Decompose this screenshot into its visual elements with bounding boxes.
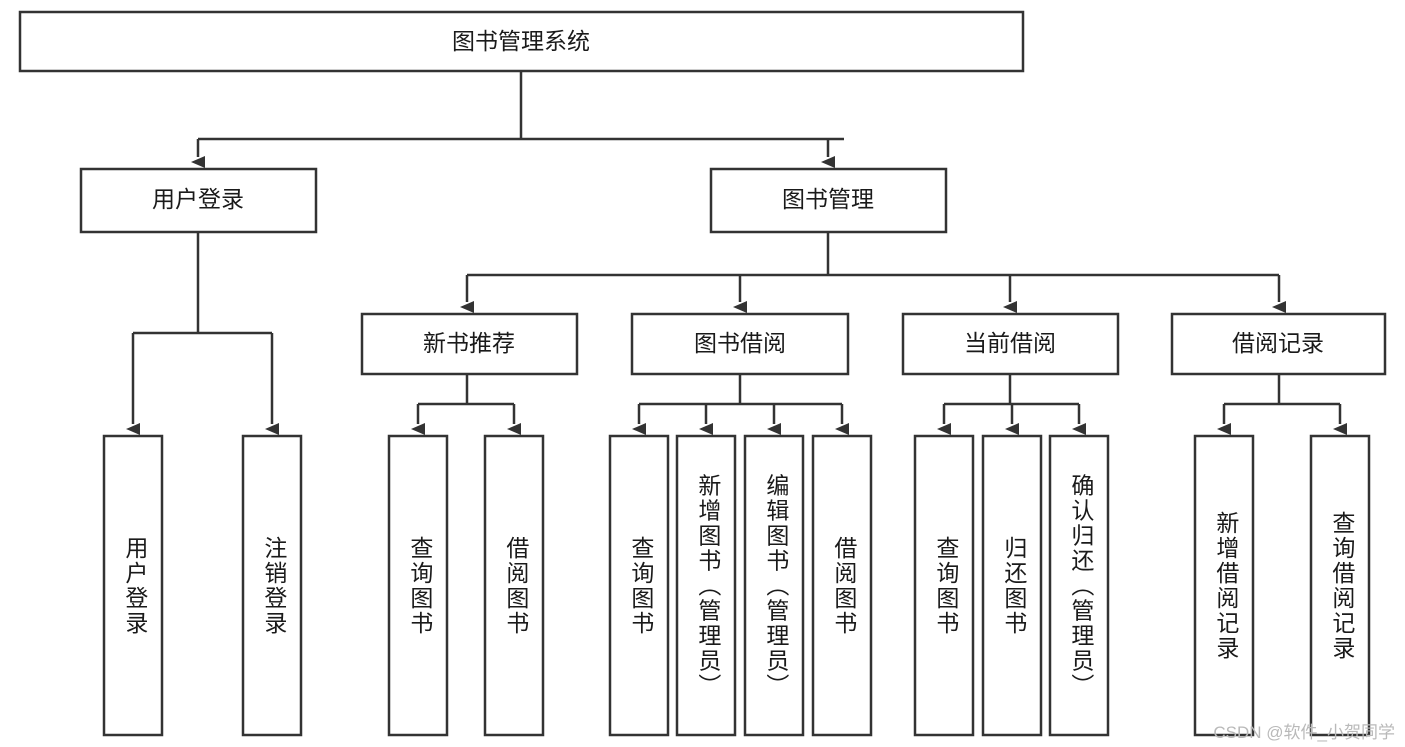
leaf-borrow-book-2-label: 借阅图书 [831, 536, 858, 636]
leaf-borrow-book-1[interactable]: 借阅图书 [483, 434, 545, 737]
node-new-book-rec[interactable]: 新书推荐 [360, 312, 579, 376]
node-book-borrow-box[interactable] [630, 312, 850, 376]
node-user-login-label: 用户登录 [152, 186, 244, 212]
leaf-return-book-label: 归还图书 [1001, 536, 1028, 636]
node-book-manage-box[interactable] [709, 167, 948, 234]
node-book-borrow-label: 图书借阅 [694, 330, 786, 356]
leaf-query-book-2-label: 查询图书 [628, 536, 655, 636]
leaf-confirm-return-label: 确认归还（管理员） [1068, 474, 1095, 699]
leaf-query-record-label: 查询借阅记录 [1329, 511, 1356, 661]
leaf-borrow-book-2-box[interactable] [811, 434, 873, 737]
leaf-add-record-label: 新增借阅记录 [1213, 511, 1240, 661]
node-root-label: 图书管理系统 [452, 28, 590, 54]
node-borrow-record-box[interactable] [1170, 312, 1387, 376]
leaf-user-login-label: 用户登录 [122, 536, 149, 636]
node-root-box[interactable] [18, 10, 1025, 73]
leaf-borrow-book-1-label: 借阅图书 [503, 536, 530, 636]
node-current-borrow-label: 当前借阅 [964, 330, 1056, 356]
leaf-query-book-1-box[interactable] [387, 434, 449, 737]
leaf-add-record-box[interactable] [1193, 434, 1255, 737]
leaf-logout-login[interactable]: 注销登录 [241, 434, 303, 737]
leaf-query-book-2[interactable]: 查询图书 [608, 434, 670, 737]
edge-group [126, 71, 1347, 435]
leaf-borrow-book-2[interactable]: 借阅图书 [811, 434, 873, 737]
leaf-query-book-3-box[interactable] [913, 434, 975, 737]
leaf-query-book-3-label: 查询图书 [933, 536, 960, 636]
node-borrow-record-label: 借阅记录 [1232, 330, 1324, 356]
node-book-manage-label: 图书管理 [782, 186, 874, 212]
leaf-add-record[interactable]: 新增借阅记录 [1193, 434, 1255, 737]
leaf-user-login[interactable]: 用户登录 [102, 434, 164, 737]
leaf-user-login-box[interactable] [102, 434, 164, 737]
leaf-query-record-box[interactable] [1309, 434, 1371, 737]
leaf-edit-book-admin-box[interactable] [743, 434, 805, 737]
node-root[interactable]: 图书管理系统 [18, 10, 1025, 73]
leaf-confirm-return-box[interactable] [1048, 434, 1110, 737]
node-user-login[interactable]: 用户登录 [79, 167, 318, 234]
node-current-borrow[interactable]: 当前借阅 [901, 312, 1120, 376]
leaf-query-book-3[interactable]: 查询图书 [913, 434, 975, 737]
leaf-query-record[interactable]: 查询借阅记录 [1309, 434, 1371, 737]
leaf-edit-book-admin[interactable]: 编辑图书（管理员） [743, 434, 805, 737]
leaf-query-book-1-label: 查询图书 [407, 536, 434, 636]
leaf-logout-login-label: 注销登录 [261, 536, 288, 636]
leaf-add-book-admin[interactable]: 新增图书（管理员） [675, 434, 737, 737]
leaf-return-book-box[interactable] [981, 434, 1043, 737]
leaf-add-book-admin-box[interactable] [675, 434, 737, 737]
csdn-watermark: CSDN @软件_小贺同学 [1213, 723, 1395, 742]
leaf-return-book[interactable]: 归还图书 [981, 434, 1043, 737]
leaf-borrow-book-1-box[interactable] [483, 434, 545, 737]
leaf-add-book-admin-label: 新增图书（管理员） [695, 474, 722, 699]
leaf-logout-login-box[interactable] [241, 434, 303, 737]
node-current-borrow-box[interactable] [901, 312, 1120, 376]
node-new-book-rec-box[interactable] [360, 312, 579, 376]
node-book-manage[interactable]: 图书管理 [709, 167, 948, 234]
leaf-query-book-1[interactable]: 查询图书 [387, 434, 449, 737]
node-book-borrow[interactable]: 图书借阅 [630, 312, 850, 376]
leaf-confirm-return[interactable]: 确认归还（管理员） [1048, 434, 1110, 737]
leaf-query-book-2-box[interactable] [608, 434, 670, 737]
leaf-edit-book-admin-label: 编辑图书（管理员） [763, 474, 790, 699]
node-user-login-box[interactable] [79, 167, 318, 234]
node-borrow-record[interactable]: 借阅记录 [1170, 312, 1387, 376]
node-new-book-rec-label: 新书推荐 [423, 330, 515, 356]
